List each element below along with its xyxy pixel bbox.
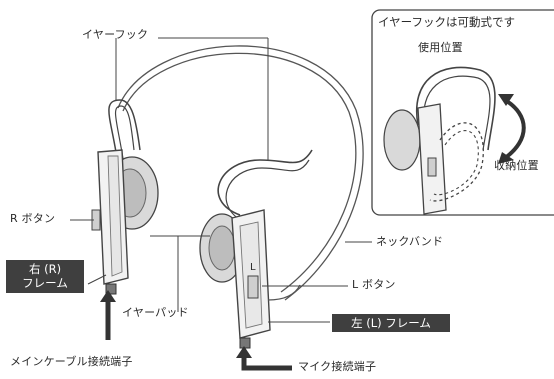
label-r-frame: 右 (R) フレーム bbox=[6, 260, 84, 293]
label-neckband: ネックバンド bbox=[376, 235, 444, 248]
inset-rotate-arrow bbox=[503, 98, 526, 160]
left-ear-hook-inner bbox=[225, 159, 310, 223]
inset-panel bbox=[371, 9, 554, 216]
neckband bbox=[117, 45, 364, 301]
neckband-inner bbox=[122, 52, 357, 293]
label-l-frame: 左 (L) フレーム bbox=[332, 314, 450, 333]
label-r-frame-line2: フレーム bbox=[22, 276, 68, 291]
label-ear-hook: イヤーフック bbox=[82, 28, 149, 41]
inset-use-position: 使用位置 bbox=[418, 41, 463, 54]
inset-ear-pad bbox=[383, 109, 421, 171]
left-button-shape bbox=[247, 275, 259, 299]
label-r-button: R ボタン bbox=[10, 212, 56, 225]
label-ear-pad: イヤーパッド bbox=[122, 306, 189, 319]
right-terminal-shape bbox=[105, 283, 117, 295]
right-ear-hook-inner bbox=[114, 105, 135, 166]
inset-title: イヤーフックは可動式です bbox=[378, 15, 515, 29]
label-main-cable-terminal: メインケーブル接続端子 bbox=[10, 355, 133, 368]
inset-hook-storage bbox=[429, 122, 484, 202]
mic-terminal-shape bbox=[239, 337, 251, 349]
left-ear-hook bbox=[217, 149, 313, 216]
right-ear-hook bbox=[108, 99, 141, 166]
mic-terminal-arrow bbox=[241, 356, 292, 371]
label-r-frame-line1: 右 (R) bbox=[28, 262, 62, 276]
inset-storage-position: 収納位置 bbox=[494, 159, 539, 172]
inset-hook-use bbox=[415, 66, 496, 151]
label-button-letter-l: L bbox=[250, 262, 256, 273]
label-l-button: L ボタン bbox=[352, 278, 396, 291]
label-mic-terminal: マイク接続端子 bbox=[298, 360, 377, 373]
